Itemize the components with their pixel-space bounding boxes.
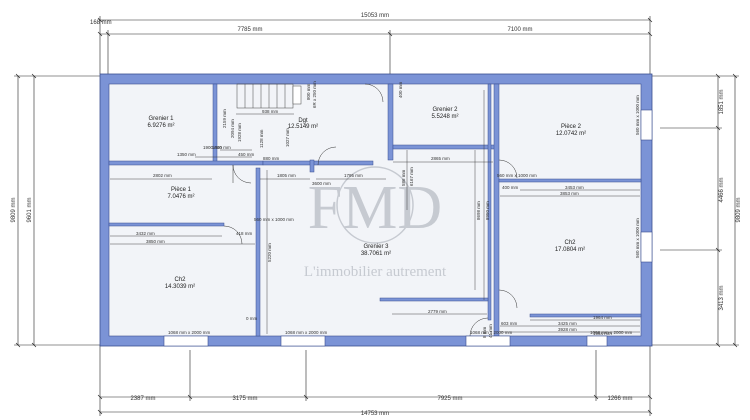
dim-top-offset: 168 mm bbox=[90, 20, 112, 26]
opening-tags: 1068 mm x 2000 mm 1068 mm x 2000 mm 1068… bbox=[168, 95, 640, 335]
room-area: 12.5149 m² bbox=[288, 124, 318, 130]
dim-label: 2802 mm bbox=[153, 173, 172, 178]
room-area: 6.9276 m² bbox=[147, 123, 174, 129]
room-name: Grenier 3 bbox=[363, 244, 389, 250]
room-name: Dgt bbox=[298, 118, 308, 124]
dim-label: 3853 mm bbox=[560, 191, 579, 196]
room-area: 14.3039 m² bbox=[165, 284, 195, 290]
dim-label: 1350 mm bbox=[177, 152, 196, 157]
room-name: Grenier 2 bbox=[432, 107, 458, 113]
dim-label: 3928 mm bbox=[558, 327, 577, 332]
dim-left-outer: 9809 mm bbox=[11, 197, 17, 222]
dim-label: 1795 mm bbox=[344, 173, 363, 178]
floor-area bbox=[108, 83, 642, 337]
dim-label: 5220 mm bbox=[267, 243, 272, 262]
watermark-tagline: L'immobilier autrement bbox=[304, 264, 447, 280]
staircase bbox=[236, 83, 302, 109]
dim-label: 2865 mm bbox=[431, 156, 450, 161]
dim-top-total: 15053 mm bbox=[361, 13, 389, 19]
dim-bottom-2: 3175 mm bbox=[232, 396, 257, 402]
dim-bottom-3: 7925 mm bbox=[437, 396, 462, 402]
dim-label: 1964 mm bbox=[593, 331, 612, 336]
dim-bottom-4: 1266 mm bbox=[607, 396, 632, 402]
opening-tag: 560 mm x 1000 mm bbox=[254, 217, 294, 222]
dim-label: 8698 mm bbox=[476, 201, 481, 220]
opening-tag: 1068 mm x 2000 mm bbox=[590, 330, 633, 335]
dim-label: 6R x 250 mm bbox=[312, 81, 317, 108]
dim-right-top: 1851 mm bbox=[719, 89, 725, 114]
dim-right-bottom: 3413 mm bbox=[719, 285, 725, 310]
top-dimensions bbox=[97, 16, 653, 74]
left-dimensions bbox=[14, 73, 100, 348]
dim-label: 938 mm bbox=[262, 109, 279, 114]
dim-label: 603 mm bbox=[501, 321, 518, 326]
room-area: 5.5248 m² bbox=[431, 114, 458, 120]
dim-label: 3425 mm bbox=[558, 321, 577, 326]
dim-label: 3850 mm bbox=[146, 239, 165, 244]
dim-label: 8 mm bbox=[482, 326, 487, 338]
dim-label: 450 mm bbox=[238, 152, 255, 157]
room-name: Grenier 1 bbox=[148, 116, 174, 122]
dim-label: 586 mm bbox=[401, 169, 406, 186]
dim-right-mid: 4466 mm bbox=[719, 177, 725, 202]
dim-top-left: 7785 mm bbox=[237, 27, 262, 33]
dim-label: 2094 mm bbox=[230, 119, 235, 138]
room-name: Pièce 2 bbox=[561, 124, 582, 130]
dim-label: 1928 mm bbox=[237, 123, 242, 142]
room-labels: Grenier 1 6.9276 m² Dgt 12.5149 m² Greni… bbox=[147, 107, 586, 290]
watermark: FMD L'immobilier autrement bbox=[304, 166, 447, 280]
dim-label: 418 mm bbox=[236, 231, 253, 236]
opening-tag: 560 mm x 1000 mm bbox=[635, 95, 640, 135]
dim-label: 0 mm bbox=[246, 316, 258, 321]
dim-label: 1800 mm bbox=[212, 145, 231, 150]
dim-label: 400 mm bbox=[398, 81, 403, 98]
dim-label: 1964 mm bbox=[593, 315, 612, 320]
dim-bottom-total: 14753 mm bbox=[361, 411, 389, 417]
room-area: 7.0476 m² bbox=[167, 194, 194, 200]
dim-label: 3600 mm bbox=[312, 181, 331, 186]
dim-label: 880 mm bbox=[263, 156, 280, 161]
room-area: 38.7061 m² bbox=[361, 251, 391, 257]
interior-dim-texts: 2802 mm 1805 mm 1795 mm 3600 mm 2865 mm … bbox=[136, 81, 612, 338]
dim-label: 1805 mm bbox=[277, 173, 296, 178]
dim-label: 800 mm bbox=[306, 83, 311, 100]
watermark-logo: FMD bbox=[308, 174, 442, 242]
dim-label: 8950 mm bbox=[485, 201, 490, 220]
right-dimensions bbox=[650, 73, 739, 348]
opening-tag: 560 mm x 1000 mm bbox=[635, 218, 640, 258]
dim-label: 2159 mm bbox=[222, 109, 227, 128]
room-name: Ch2 bbox=[564, 240, 576, 246]
room-name: Ch2 bbox=[174, 277, 186, 283]
door-swings bbox=[223, 83, 518, 337]
dim-left-inner: 9601 mm bbox=[27, 197, 33, 222]
room-area: 12.0742 m² bbox=[556, 131, 586, 137]
dim-label: 6167 mm bbox=[409, 167, 414, 186]
windows bbox=[163, 109, 653, 347]
opening-tag: 560 mm x 1000 mm bbox=[497, 173, 537, 178]
dim-label: 1027 mm bbox=[285, 128, 290, 147]
dim-label: 1128 mm bbox=[259, 129, 264, 148]
opening-tag: 1068 mm x 2000 mm bbox=[168, 330, 211, 335]
room-name: Pièce 1 bbox=[171, 187, 192, 193]
bottom-dimensions bbox=[97, 345, 653, 416]
dim-label: 1900 mm bbox=[203, 145, 222, 150]
interior-dim-lines bbox=[110, 90, 640, 334]
dim-label: 41 mm bbox=[488, 324, 493, 338]
dim-bottom-1: 2387 mm bbox=[130, 396, 155, 402]
opening-tag: 1068 mm x 2000 mm bbox=[470, 330, 513, 335]
room-area: 17.0804 m² bbox=[555, 247, 585, 253]
opening-tag: 1068 mm x 2000 mm bbox=[285, 330, 328, 335]
dim-label: 3453 mm bbox=[565, 185, 584, 190]
dim-label: 3432 mm bbox=[136, 231, 155, 236]
dim-top-right: 7100 mm bbox=[507, 27, 532, 33]
dim-label: 400 mm bbox=[502, 185, 519, 190]
dim-label: 2779 mm bbox=[428, 309, 447, 314]
dim-right-total: 9809 mm bbox=[736, 197, 742, 222]
